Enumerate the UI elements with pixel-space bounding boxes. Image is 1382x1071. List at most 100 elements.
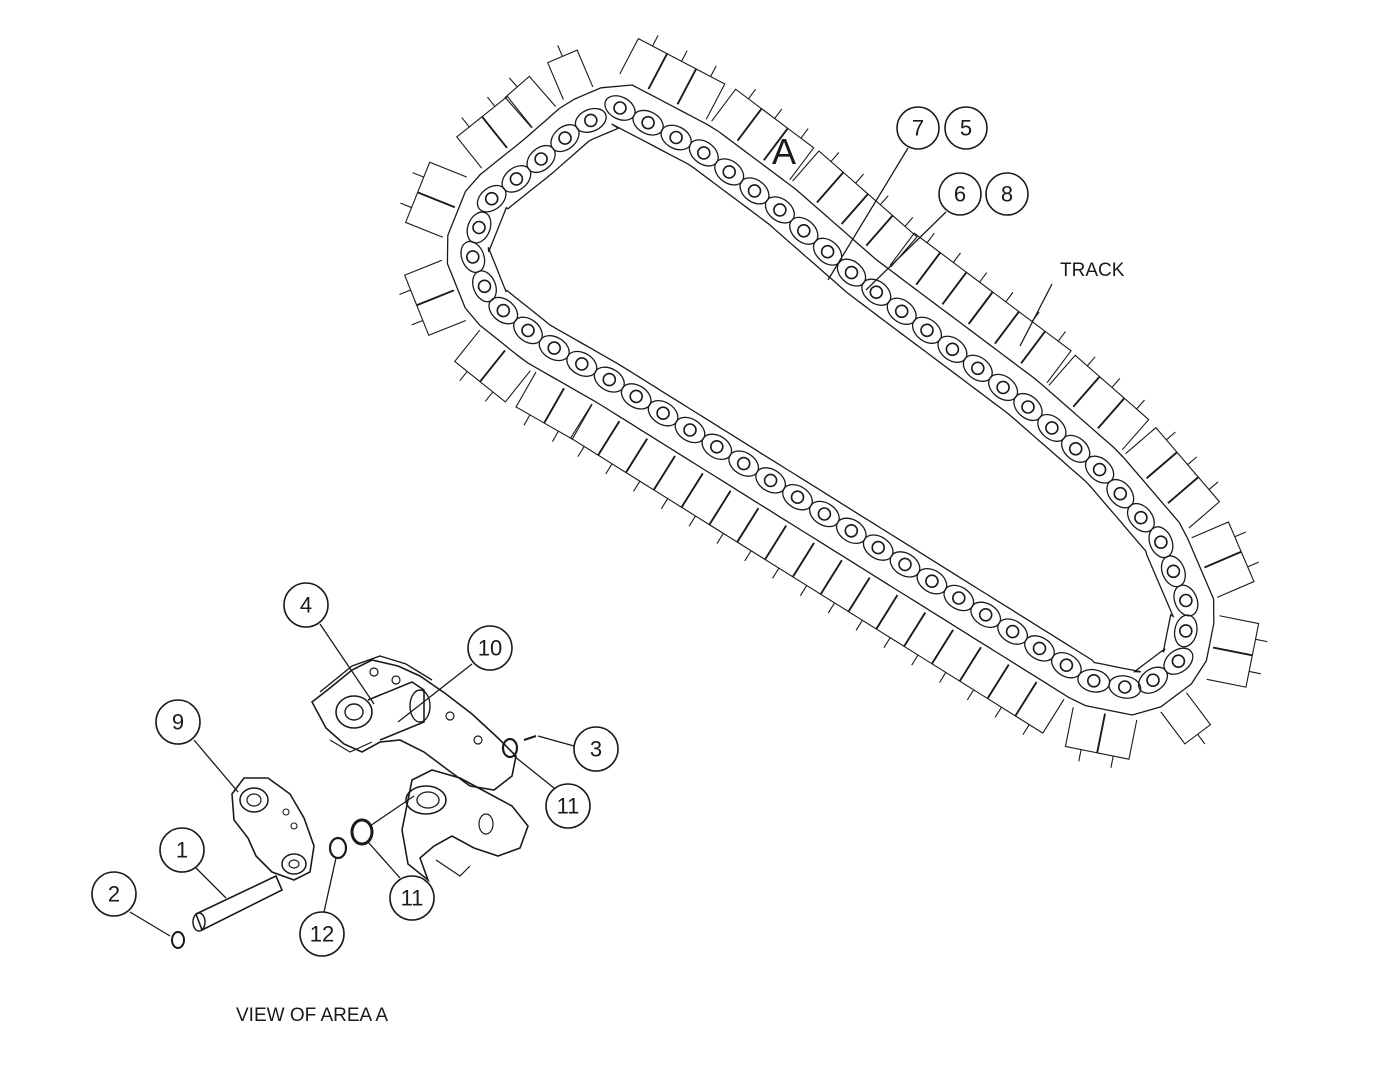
callout-11-lower: 11 — [389, 875, 435, 921]
pin-part-1 — [192, 874, 284, 932]
track-pin — [629, 389, 644, 404]
callout-9: 9 — [155, 699, 201, 745]
track-link — [460, 240, 486, 273]
ring-part-2 — [171, 931, 185, 949]
track-pin — [1045, 421, 1059, 435]
track-grouser — [688, 515, 696, 527]
track-pin — [1171, 654, 1186, 669]
link-assembly-lower — [401, 769, 529, 883]
callout-3: 3 — [573, 726, 619, 772]
leader-12 — [323, 857, 337, 913]
track-shoe — [416, 290, 467, 337]
track-grouser — [459, 371, 468, 382]
track-grouser — [577, 446, 585, 457]
track-grouser — [1005, 291, 1014, 303]
track-grouser — [772, 567, 780, 579]
track-assembly-illustration — [399, 35, 1268, 768]
track-grouser — [938, 672, 947, 683]
callout-12: 12 — [299, 911, 345, 957]
track-shoe — [764, 525, 815, 578]
track-shoe — [987, 664, 1037, 717]
track-link — [1126, 502, 1155, 533]
track-grouser — [1078, 749, 1082, 762]
callout-10: 10 — [467, 625, 513, 671]
track-grouser — [799, 585, 808, 596]
track-grouser — [1197, 733, 1206, 745]
track-pin — [790, 490, 805, 505]
track-pin — [1068, 441, 1083, 456]
track-grouser — [855, 619, 863, 631]
leader-10 — [397, 663, 473, 723]
track-pin — [894, 304, 909, 319]
track-pin — [1146, 673, 1160, 688]
track-shoe — [453, 329, 506, 383]
track-grouser — [660, 498, 669, 510]
track-grouser — [652, 35, 659, 47]
track-grouser — [830, 152, 840, 162]
track-grouser — [1248, 670, 1261, 675]
track-pin — [844, 523, 859, 538]
track-grouser — [1057, 331, 1066, 342]
track-grouser — [681, 50, 688, 62]
track-link — [488, 296, 519, 325]
svg-text:8: 8 — [1001, 182, 1013, 207]
track-grouser — [1234, 531, 1246, 538]
track-grouser — [716, 533, 724, 544]
track-grouser — [1255, 638, 1268, 643]
callout-4: 4 — [283, 582, 329, 628]
track-pin — [547, 341, 562, 355]
track-pin — [978, 607, 993, 622]
track-shoe — [403, 259, 454, 306]
track-grouser — [883, 637, 891, 649]
track-link — [1013, 392, 1043, 422]
track-shoe — [677, 68, 726, 120]
part-3-marker — [523, 735, 537, 741]
area-a-label: A — [772, 131, 796, 172]
track-grouser — [411, 319, 423, 326]
leader-track — [1019, 283, 1053, 347]
track-pin — [736, 456, 751, 471]
track-grouser — [1136, 399, 1145, 410]
leader-9 — [193, 739, 239, 793]
track-pin — [796, 224, 811, 238]
track-pin — [1059, 658, 1074, 673]
track-grouser — [508, 77, 518, 88]
track-pin — [1087, 673, 1101, 688]
track-grouser — [633, 480, 641, 492]
track-shoe — [1167, 476, 1221, 529]
track-pin — [1021, 400, 1035, 414]
track-shoe — [597, 421, 648, 474]
track-grouser — [744, 550, 752, 562]
view-of-area-a-label: VIEW OF AREA A — [236, 1005, 388, 1026]
track-pin — [1032, 641, 1047, 656]
track-grouser — [484, 391, 494, 402]
track-label: TRACK — [1060, 260, 1125, 281]
track-pin — [1154, 535, 1168, 550]
track-pin — [602, 372, 617, 387]
track-shoe — [481, 95, 533, 149]
track-pin — [484, 191, 499, 206]
track-grouser — [557, 45, 563, 57]
callout-11-upper: 11 — [545, 783, 591, 829]
track-shoe — [848, 577, 898, 630]
track-shoe — [866, 215, 918, 268]
svg-text:1: 1 — [176, 838, 188, 863]
track-link — [566, 350, 598, 377]
track-pin — [696, 146, 711, 160]
track-grouser — [1247, 561, 1259, 568]
track-pin — [509, 172, 524, 186]
track-pin — [477, 279, 492, 294]
track-chain-outer-rail — [446, 84, 1215, 716]
track-grouser — [747, 88, 757, 100]
track-link — [812, 237, 843, 266]
track-chain-inner-rail — [487, 123, 1175, 673]
svg-text:4: 4 — [300, 593, 312, 618]
track-shoe — [1048, 354, 1101, 407]
track-shoe — [841, 193, 894, 246]
track-pin — [844, 265, 859, 280]
track-grouser — [551, 430, 559, 442]
track-grouser — [855, 173, 864, 184]
track-shoe — [1191, 521, 1242, 568]
track-grouser — [1086, 356, 1096, 367]
